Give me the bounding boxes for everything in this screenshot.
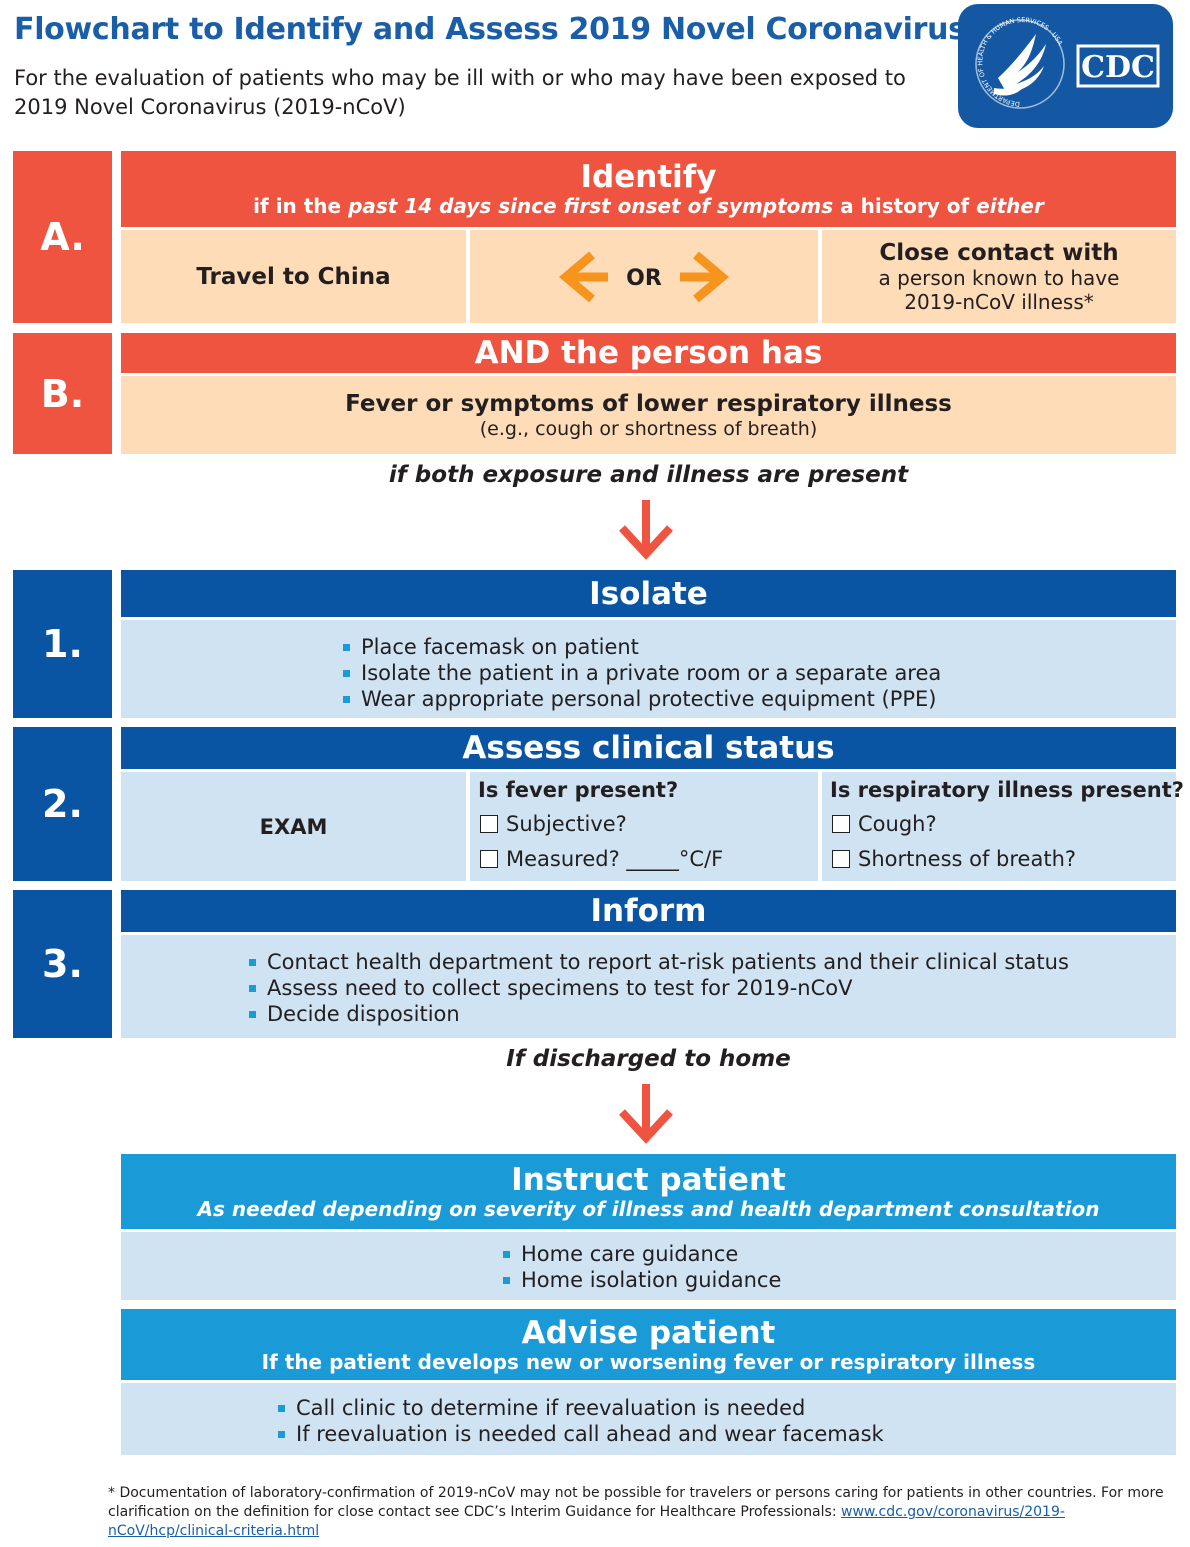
- clinical-criteria-link[interactable]: www.cdc.gov/coronavirus/2019-nCoV/hcp/cl…: [108, 1504, 1065, 1539]
- step-3-content: Contact health department to report at-r…: [121, 935, 1176, 1038]
- section-b-main: Fever or symptoms of lower respiratory i…: [345, 391, 952, 417]
- step-3-list: Contact health department to report at-r…: [247, 949, 1069, 1027]
- list-item: Home isolation guidance: [501, 1267, 781, 1293]
- connector-1-text: if both exposure and illness are present: [388, 462, 909, 488]
- step-1-number: 1.: [13, 570, 112, 718]
- fever-cell: Is fever present? Subjective? Measured? …: [470, 772, 818, 881]
- exam-cell: EXAM: [121, 772, 466, 881]
- exam-label: EXAM: [259, 814, 328, 839]
- section-b-header: AND the person has: [121, 333, 1176, 373]
- step-1-header: Isolate: [121, 570, 1176, 617]
- respiratory-cell: Is respiratory illness present? Cough? S…: [822, 772, 1184, 881]
- instruct-title: Instruct patient: [511, 1161, 786, 1198]
- fever-question: Is fever present?: [478, 778, 679, 802]
- section-b-letter: B.: [13, 333, 112, 454]
- step-3-title: Inform: [590, 893, 707, 929]
- advise-title: Advise patient: [521, 1314, 776, 1351]
- step-2-number: 2.: [13, 727, 112, 881]
- instruct-subtitle: As needed depending on severity of illne…: [197, 1196, 1100, 1221]
- footnote: * Documentation of laboratory-confirmati…: [108, 1485, 1164, 1539]
- close-contact-title: Close contact with: [879, 239, 1119, 266]
- instruct-list: Home care guidance Home isolation guidan…: [501, 1241, 781, 1293]
- instruct-content: Home care guidance Home isolation guidan…: [121, 1232, 1176, 1300]
- section-a-letter: A.: [13, 151, 112, 323]
- checkbox-icon[interactable]: [480, 815, 498, 833]
- advise-header: Advise patient If the patient develops n…: [121, 1309, 1176, 1380]
- down-arrow-icon: [619, 1084, 673, 1144]
- page-title: Flowchart to Identify and Assess 2019 No…: [14, 12, 966, 47]
- step-3-number: 3.: [13, 890, 112, 1038]
- instruct-header: Instruct patient As needed depending on …: [121, 1154, 1176, 1229]
- section-a-subtitle: if in the past 14 days since first onset…: [253, 194, 1044, 218]
- advise-list: Call clinic to determine if reevaluation…: [276, 1395, 884, 1447]
- cough-checkbox[interactable]: Cough?: [832, 812, 937, 836]
- page-subtitle: For the evaluation of patients who may b…: [14, 66, 906, 119]
- list-item: Assess need to collect specimens to test…: [247, 975, 1069, 1001]
- list-item: Home care guidance: [501, 1241, 781, 1267]
- respiratory-question: Is respiratory illness present?: [830, 778, 1184, 802]
- step-1-list: Place facemask on patient Isolate the pa…: [341, 634, 941, 712]
- step-1-content: Place facemask on patient Isolate the pa…: [121, 620, 1176, 718]
- section-b-title: AND the person has: [474, 335, 823, 371]
- section-b-sub: (e.g., cough or shortness of breath): [479, 418, 818, 440]
- close-contact-cell: Close contact with a person known to hav…: [822, 230, 1176, 323]
- cdc-logo: DEPARTMENT OF HEALTH & HUMAN SERVICES · …: [958, 4, 1173, 128]
- connector-2-text: If discharged to home: [506, 1046, 791, 1072]
- list-item: If reevaluation is needed call ahead and…: [276, 1421, 884, 1447]
- down-arrow-icon: [619, 500, 673, 560]
- close-contact-line2: 2019-nCoV illness*: [904, 289, 1094, 314]
- subjective-checkbox[interactable]: Subjective?: [480, 812, 627, 836]
- advise-content: Call clinic to determine if reevaluation…: [121, 1383, 1176, 1455]
- advise-subtitle: If the patient develops new or worsening…: [261, 1349, 1036, 1374]
- step-2-title: Assess clinical status: [462, 730, 835, 766]
- list-item: Contact health department to report at-r…: [247, 949, 1069, 975]
- list-item: Wear appropriate personal protective equ…: [341, 686, 941, 712]
- list-item: Isolate the patient in a private room or…: [341, 660, 941, 686]
- or-cell: OR: [470, 230, 818, 323]
- travel-to-china-label: Travel to China: [196, 263, 391, 290]
- measured-checkbox[interactable]: Measured? _____°C/F: [480, 847, 723, 871]
- step-1-title: Isolate: [589, 575, 708, 612]
- checkbox-icon[interactable]: [832, 850, 850, 868]
- close-contact-line1: a person known to have: [878, 265, 1120, 290]
- or-label: OR: [626, 266, 662, 291]
- step-2-header: Assess clinical status: [121, 727, 1176, 769]
- shortness-of-breath-checkbox[interactable]: Shortness of breath?: [832, 847, 1076, 871]
- list-item: Call clinic to determine if reevaluation…: [276, 1395, 884, 1421]
- checkbox-icon[interactable]: [832, 815, 850, 833]
- list-item: Place facemask on patient: [341, 634, 941, 660]
- section-a-header: Identify if in the past 14 days since fi…: [121, 151, 1176, 227]
- travel-to-china-cell: Travel to China: [121, 230, 466, 323]
- checkbox-icon[interactable]: [480, 850, 498, 868]
- cdc-logo-text: CDC: [1081, 50, 1155, 85]
- or-double-arrow-icon: OR: [559, 251, 729, 302]
- list-item: Decide disposition: [247, 1001, 1069, 1027]
- section-b-content: Fever or symptoms of lower respiratory i…: [121, 376, 1176, 454]
- hhs-seal-icon: DEPARTMENT OF HEALTH & HUMAN SERVICES · …: [975, 16, 1160, 109]
- step-3-header: Inform: [121, 890, 1176, 932]
- section-a-title: Identify: [580, 159, 717, 195]
